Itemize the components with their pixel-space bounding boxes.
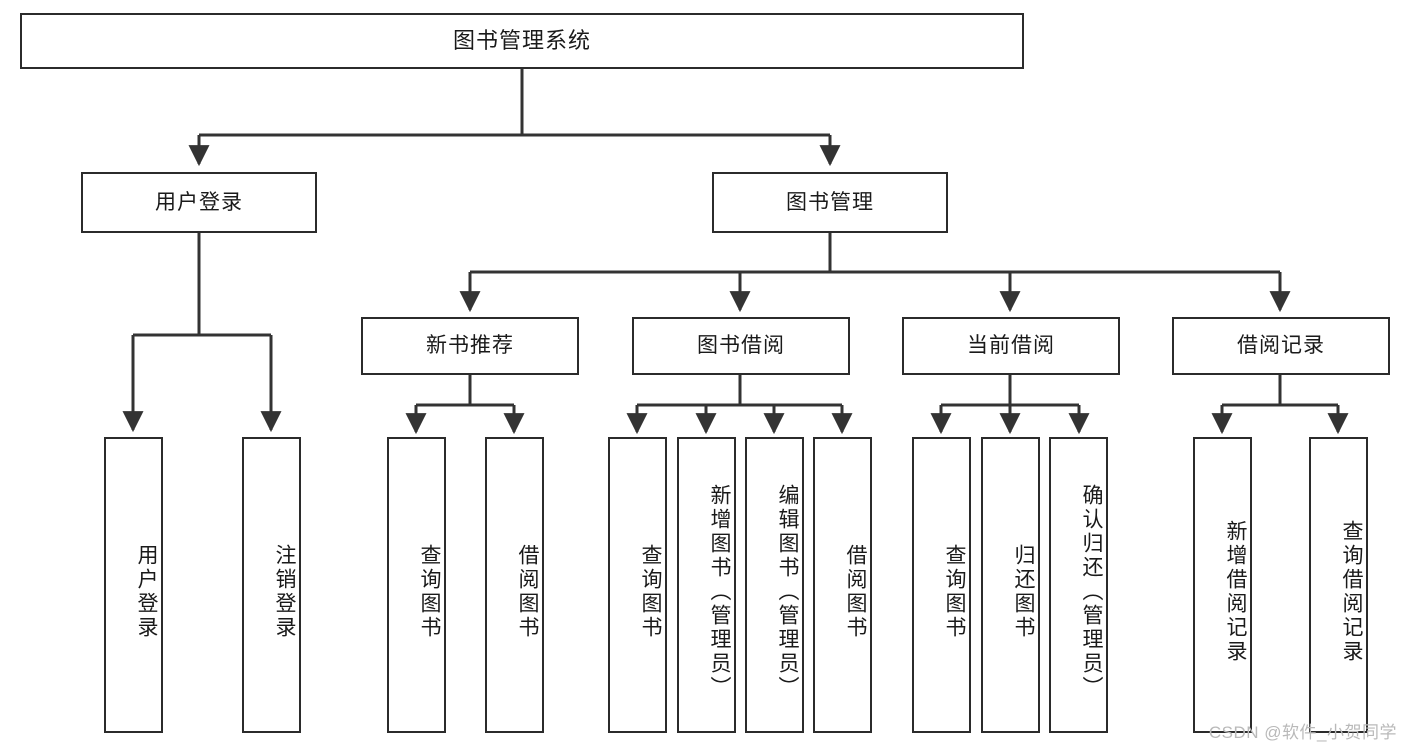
- leaf-confirm-return[interactable]: 确认归还（管理员）: [1049, 437, 1108, 733]
- leaf-edit-book-label: 编辑图书（管理员）: [776, 484, 799, 700]
- leaf-edit-book[interactable]: 编辑图书（管理员）: [745, 437, 804, 733]
- leaf-add-record[interactable]: 新增借阅记录: [1193, 437, 1252, 733]
- leaf-query-book-1[interactable]: 查询图书: [387, 437, 446, 733]
- leaf-confirm-return-label: 确认归还（管理员）: [1080, 484, 1103, 700]
- leaf-query-book-3[interactable]: 查询图书: [912, 437, 971, 733]
- leaf-query-book-1-label: 查询图书: [418, 544, 441, 640]
- leaf-return-book-label: 归还图书: [1012, 544, 1035, 640]
- leaf-borrow-book-1[interactable]: 借阅图书: [485, 437, 544, 733]
- leaf-user-login-label: 用户登录: [135, 544, 158, 640]
- leaf-borrow-book-2-label: 借阅图书: [844, 544, 867, 640]
- leaf-return-book[interactable]: 归还图书: [981, 437, 1040, 733]
- node-new-book-recommend-label: 新书推荐: [426, 334, 514, 358]
- node-borrow-record-label: 借阅记录: [1237, 334, 1325, 358]
- node-book-manage[interactable]: 图书管理: [712, 172, 948, 233]
- node-new-book-recommend[interactable]: 新书推荐: [361, 317, 579, 375]
- leaf-query-book-2[interactable]: 查询图书: [608, 437, 667, 733]
- node-book-borrow-label: 图书借阅: [697, 334, 785, 358]
- leaf-borrow-book-2[interactable]: 借阅图书: [813, 437, 872, 733]
- node-borrow-record[interactable]: 借阅记录: [1172, 317, 1390, 375]
- node-root[interactable]: 图书管理系统: [20, 13, 1024, 69]
- leaf-query-record-label: 查询借阅记录: [1340, 520, 1363, 664]
- leaf-query-record[interactable]: 查询借阅记录: [1309, 437, 1368, 733]
- node-current-borrow[interactable]: 当前借阅: [902, 317, 1120, 375]
- leaf-query-book-3-label: 查询图书: [943, 544, 966, 640]
- node-current-borrow-label: 当前借阅: [967, 334, 1055, 358]
- node-user-login[interactable]: 用户登录: [81, 172, 317, 233]
- leaf-user-logout-label: 注销登录: [273, 544, 296, 640]
- watermark-text: CSDN @软件_小贺同学: [1208, 723, 1397, 742]
- leaf-add-record-label: 新增借阅记录: [1224, 520, 1247, 664]
- leaf-add-book-label: 新增图书（管理员）: [708, 484, 731, 700]
- leaf-add-book[interactable]: 新增图书（管理员）: [677, 437, 736, 733]
- node-user-login-label: 用户登录: [155, 190, 243, 214]
- leaf-query-book-2-label: 查询图书: [639, 544, 662, 640]
- node-book-manage-label: 图书管理: [786, 190, 874, 214]
- leaf-user-login[interactable]: 用户登录: [104, 437, 163, 733]
- node-book-borrow[interactable]: 图书借阅: [632, 317, 850, 375]
- node-root-label: 图书管理系统: [452, 27, 591, 53]
- leaf-borrow-book-1-label: 借阅图书: [516, 544, 539, 640]
- leaf-user-logout[interactable]: 注销登录: [242, 437, 301, 733]
